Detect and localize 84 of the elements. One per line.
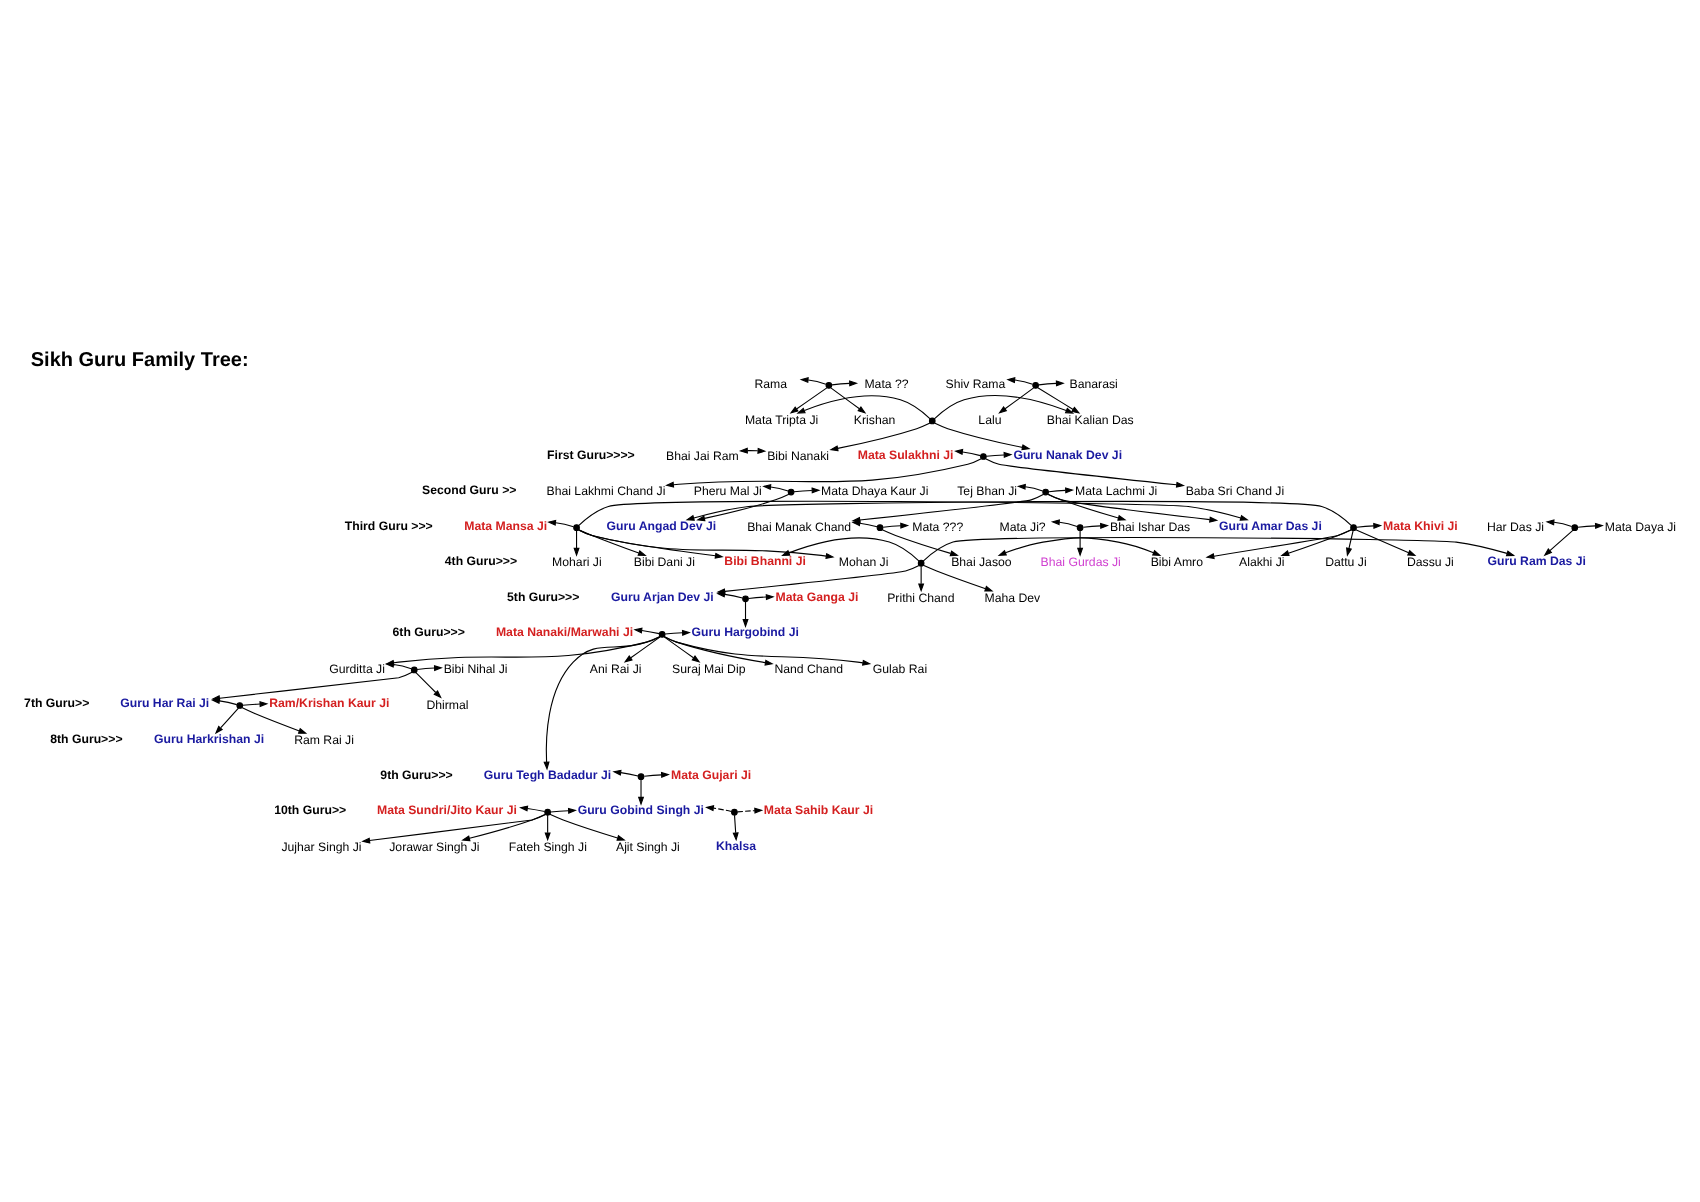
arrow [214,707,239,735]
arrow [882,522,910,529]
arrow [1082,522,1110,530]
node-circle [742,595,749,603]
arrow [637,778,645,806]
arrow [416,664,443,672]
node-circle [410,666,418,674]
arrow [1543,529,1574,557]
arrow [1356,522,1383,529]
arrow [799,376,827,385]
arrow [736,807,764,814]
arrow [985,458,1186,488]
arrow [1038,380,1065,387]
arrow [762,483,789,492]
arrow [831,380,859,387]
arrow [663,636,701,663]
arrow [1205,529,1352,560]
arrow [705,805,732,813]
arrow [241,707,308,734]
node-circle [917,559,925,567]
arrow [933,395,1075,420]
arrow [643,771,670,779]
arrow [1577,522,1604,529]
arrow [633,627,660,635]
arrow [1050,519,1078,528]
arrow [623,636,661,663]
arrow [543,635,661,771]
arrow [1048,487,1075,494]
node-circle [731,808,738,816]
arrow [663,636,872,666]
arrow [696,493,790,522]
arrow [716,591,744,599]
arrow [665,458,982,488]
arrow [829,422,931,452]
node-circle [1042,488,1049,496]
arrow [922,537,1516,562]
node-circle [1032,382,1039,389]
arrow [612,769,639,777]
arrow [881,529,959,557]
arrow [1355,529,1417,557]
arrow [1545,519,1573,528]
arrow [1036,387,1081,414]
arrow [415,671,442,699]
arrow [954,448,981,457]
node-circle [928,417,936,425]
diagram-title: Sikh Guru Family Tree: [30,349,249,372]
arrow [1047,493,1219,523]
node-circle [637,773,645,780]
arrow [1346,530,1354,557]
node-circle [236,702,244,709]
node-circle [1571,524,1579,531]
arrow [933,422,1031,451]
arrow [1016,483,1044,492]
node-circle [544,808,551,816]
arrow [732,814,739,842]
node-circle [658,631,666,638]
node-circle [573,524,580,531]
arrow [830,387,867,414]
arrow [547,519,575,528]
node-circle [787,488,795,496]
arrow [748,593,775,601]
node-circle [1350,524,1357,531]
arrow [998,387,1035,414]
node-circle [1076,524,1084,531]
arrow [1280,529,1352,556]
arrow [985,451,1013,459]
arrow [1076,530,1084,557]
arrow [550,807,577,814]
arrow [242,700,269,708]
arrow [796,395,931,420]
arrow [918,565,925,593]
node-circle [876,524,884,531]
arrow [997,537,1162,556]
node-circle [980,453,987,460]
arrow [922,564,994,592]
arrow [519,805,546,813]
arrow [663,636,774,666]
arrow [664,629,691,636]
arrow [793,487,821,494]
arrow [789,387,828,414]
arrow [1006,377,1034,385]
arrow [781,537,920,562]
node-circle [825,382,833,389]
arrow [851,520,878,528]
